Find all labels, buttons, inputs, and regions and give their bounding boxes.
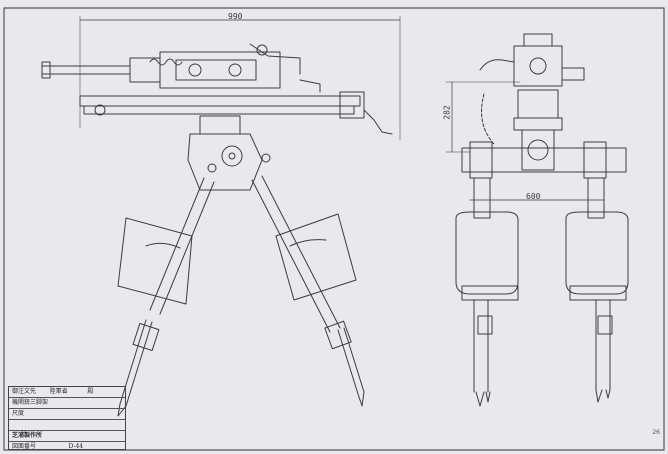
title-block: 御注文先 陸軍省 殿 機関銃三脚架 尺度 芝浦製作所 図面番号 D-44 — [8, 386, 126, 450]
dimension-leg-spread: 600 — [526, 192, 541, 201]
title-block-client: 陸軍省 — [49, 388, 68, 395]
title-block-cell — [12, 420, 69, 430]
title-block-cell — [69, 420, 126, 430]
title-block-row: 御注文先 陸軍省 殿 — [9, 387, 125, 398]
title-block-scale-label: 尺度 — [12, 410, 25, 417]
title-block-client-label: 御注文先 — [12, 388, 37, 395]
title-block-drawing-number: D-44 — [68, 443, 84, 450]
title-block-drawing-number-label: 図面番号 — [12, 443, 37, 450]
title-block-drawing-name: 機関銃三脚架 — [9, 398, 125, 409]
title-block-honorific: 殿 — [87, 388, 94, 395]
front-view — [445, 33, 629, 407]
title-block-manufacturer: 芝浦製作所 — [9, 431, 125, 442]
side-view — [41, 15, 401, 417]
page-number: 26 — [652, 429, 660, 436]
title-block-row: 図面番号 D-44 — [9, 442, 125, 452]
title-block-row: 尺度 — [9, 409, 125, 420]
sheet-border — [3, 7, 665, 451]
dimension-height: 282 — [442, 105, 452, 120]
title-block-row — [9, 420, 125, 431]
dimension-overall-length: 990 — [228, 12, 243, 21]
title-block-scale-value — [69, 409, 126, 419]
